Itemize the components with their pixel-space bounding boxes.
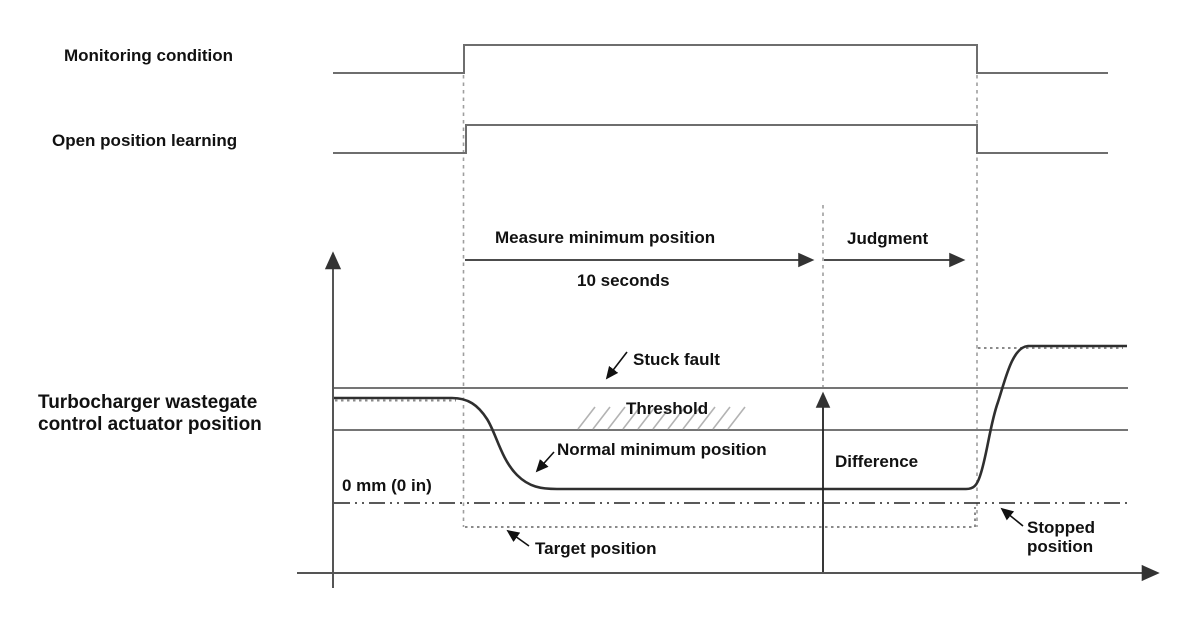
annotation-arrows	[506, 351, 1024, 547]
measure-phase-label: Measure minimum position	[495, 228, 716, 247]
zero-level-label: 0 mm (0 in)	[342, 476, 432, 495]
monitoring-condition-label: Monitoring condition	[64, 46, 234, 65]
open-position-learning-waveform	[333, 124, 1108, 154]
stuck-fault-label: Stuck fault	[633, 350, 720, 369]
actuator-label-line2: control actuator position	[38, 414, 262, 435]
threshold-lines	[333, 387, 1128, 431]
target-position-trace	[335, 347, 1123, 528]
target-position-pointer	[506, 529, 530, 547]
difference-label: Difference	[835, 452, 919, 471]
axes	[297, 251, 1160, 588]
open-position-learning-label: Open position learning	[52, 131, 238, 150]
actuator-position-axis-label: Turbocharger wastegate control actuator …	[38, 392, 278, 436]
measure-duration-label: 10 seconds	[577, 271, 670, 290]
stuck-fault-pointer	[605, 351, 628, 380]
actuator-position-curve	[333, 344, 1127, 491]
actuator-label-line1: Turbocharger wastegate	[38, 392, 258, 413]
monitoring-condition-waveform	[333, 44, 1108, 74]
threshold-label: Threshold	[626, 399, 709, 418]
stopped-label-line2: position	[1027, 537, 1094, 556]
threshold-hatching	[577, 406, 746, 430]
judgment-phase-label: Judgment	[847, 229, 929, 248]
stopped-position-label: Stopped position	[1027, 518, 1095, 556]
stopped-position-pointer	[1000, 507, 1024, 527]
normal-minimum-pointer	[535, 451, 555, 473]
normal-minimum-label: Normal minimum position	[557, 440, 767, 459]
stopped-label-line1: Stopped	[1027, 518, 1095, 537]
target-position-label: Target position	[535, 539, 657, 558]
signal-waveforms	[333, 44, 1108, 154]
